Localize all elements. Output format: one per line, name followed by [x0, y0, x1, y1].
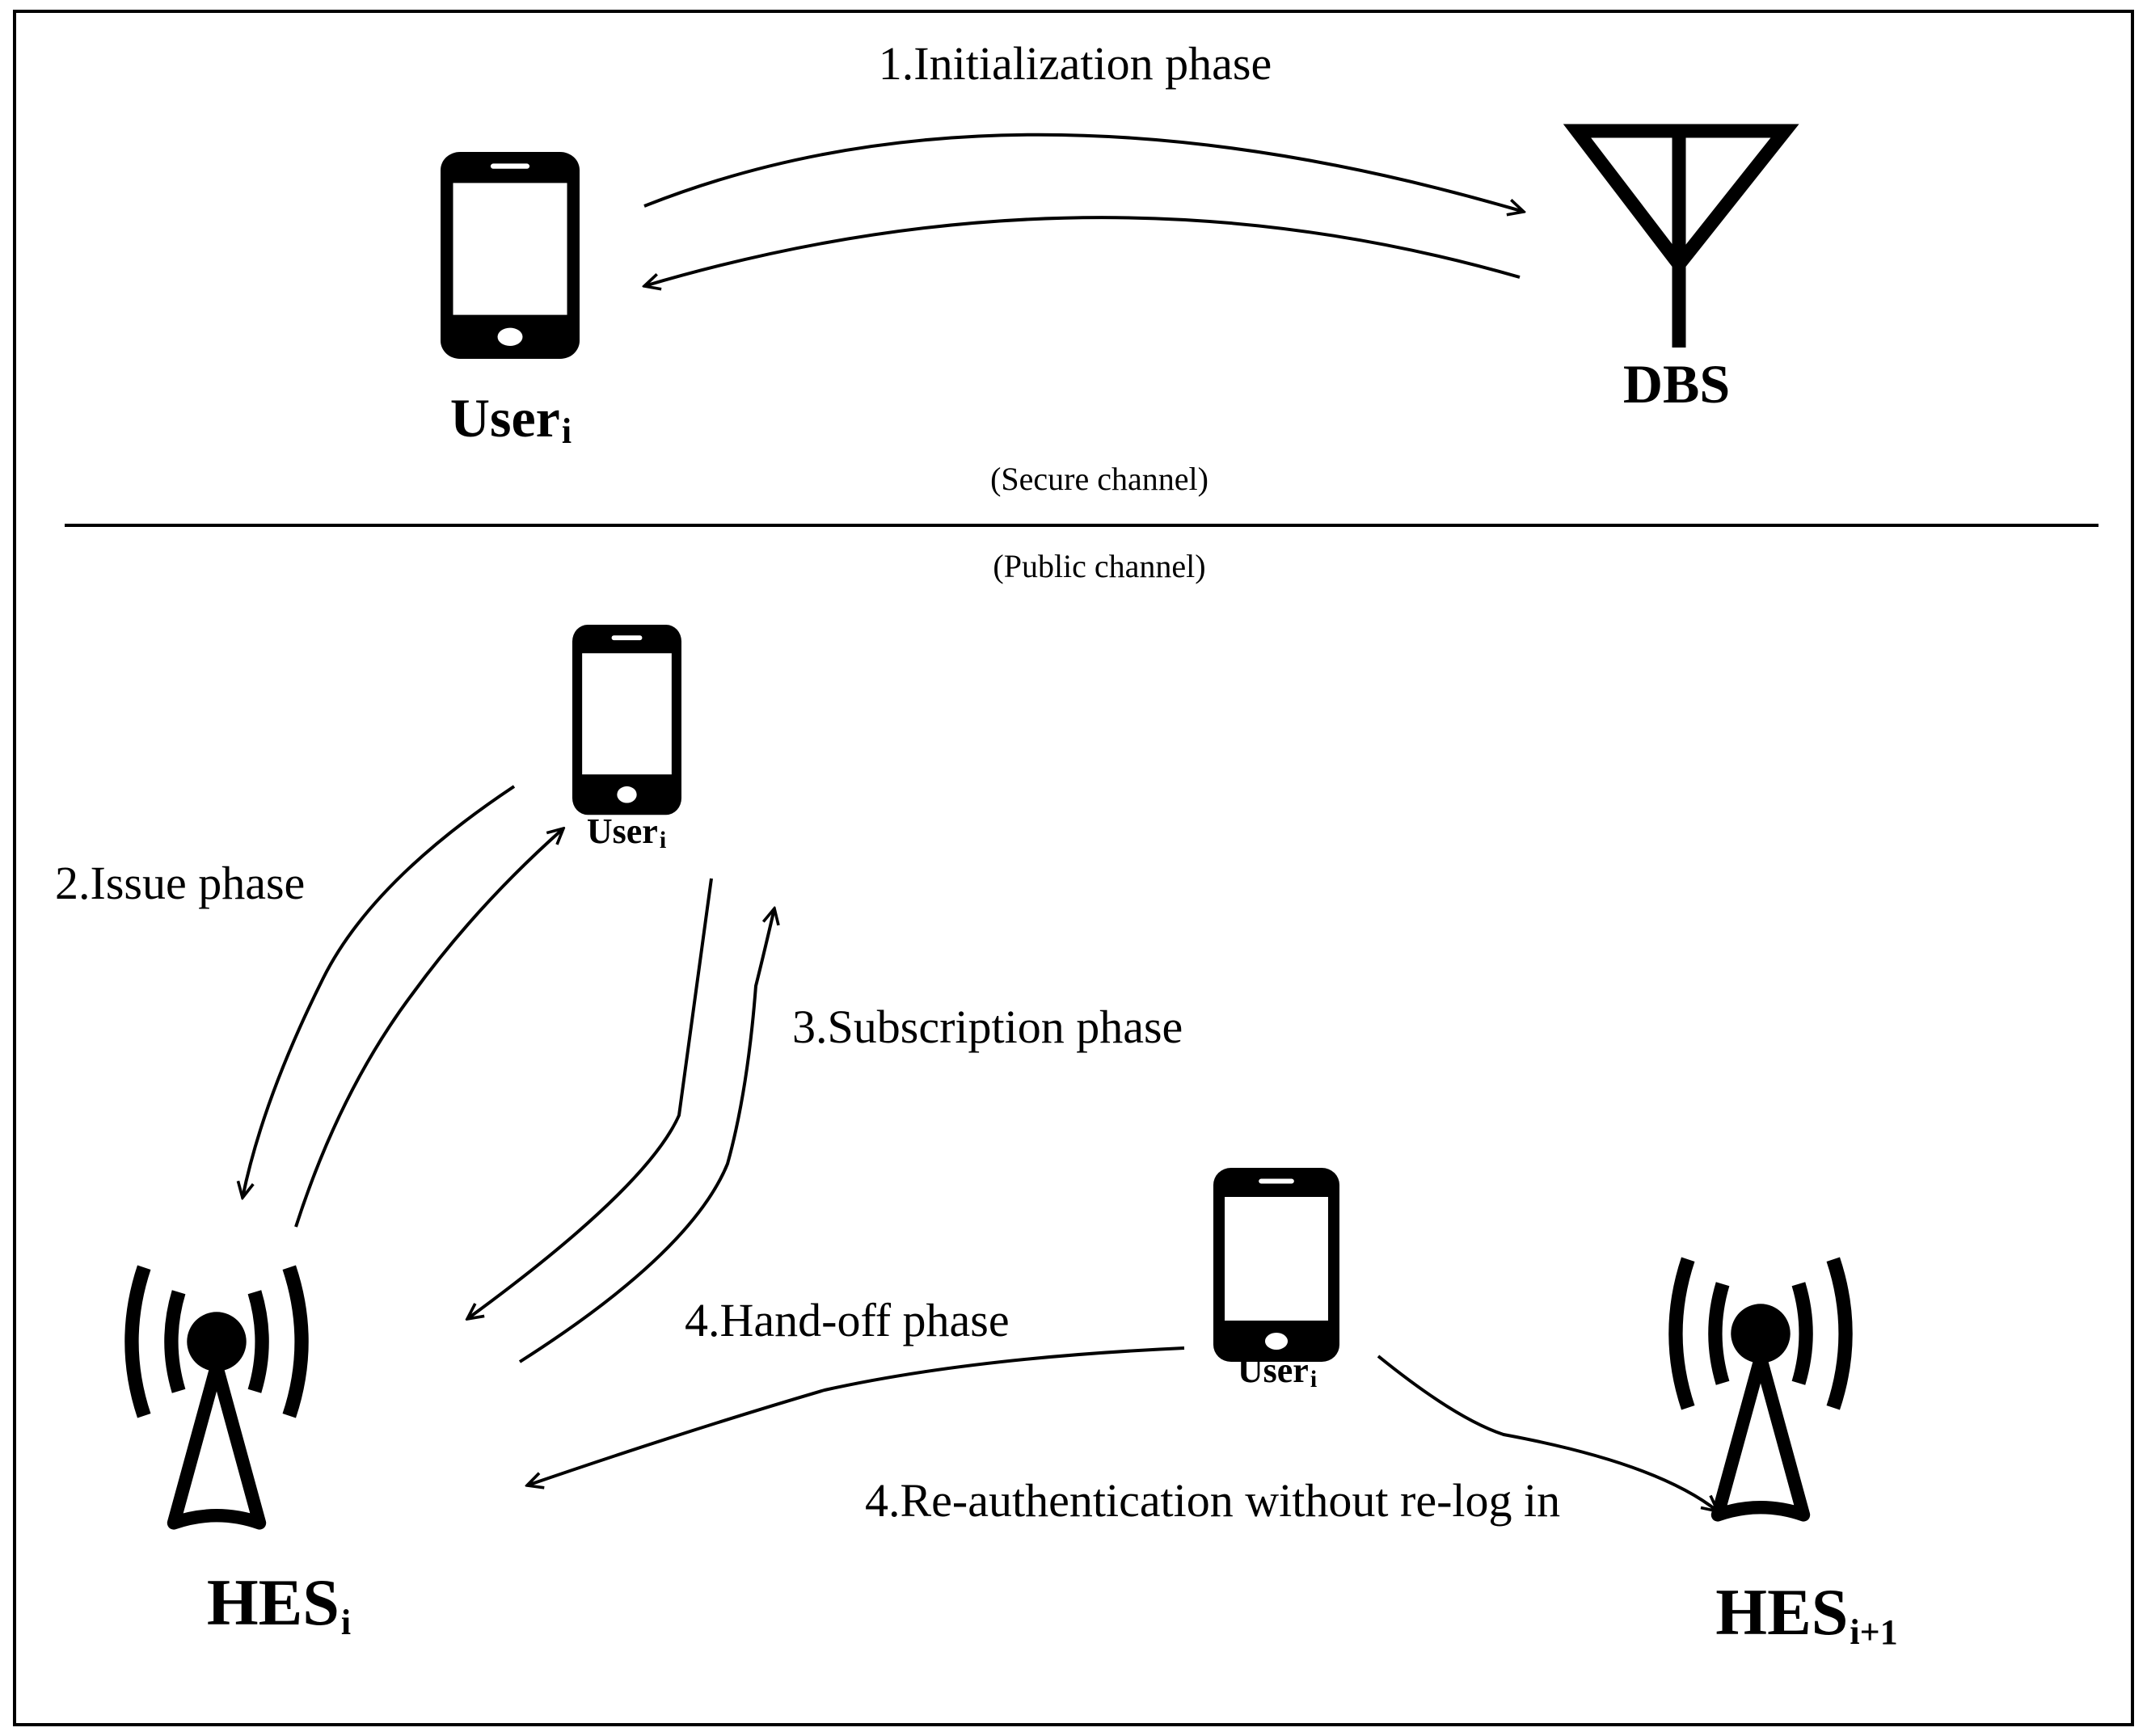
- hes-left-label: HESi: [207, 1565, 351, 1642]
- reauth-phase-label: 4.Re-authentication without re-log in: [865, 1474, 1560, 1527]
- user-mid-label: Useri: [587, 811, 666, 853]
- user-low-label: Useri: [1238, 1350, 1317, 1393]
- init-arrow-to-dbs: [643, 133, 1524, 212]
- secure-channel-label: (Secure channel): [990, 461, 1208, 497]
- smartphone-icon: [441, 152, 580, 359]
- reauth-arrow: [1377, 1355, 1718, 1511]
- cell-tower-icon: [1676, 1259, 1845, 1515]
- issue-phase-label: 2.Issue phase: [55, 857, 305, 909]
- hes-right-label: HESi+1: [1715, 1575, 1897, 1652]
- dbs-label: DBS: [1623, 353, 1730, 415]
- cell-tower-icon: [132, 1267, 302, 1523]
- issue-arrow-to-hes: [243, 785, 516, 1198]
- initialization-phase-label: 1.Initialization phase: [879, 37, 1272, 90]
- user-top-label: Useri: [450, 387, 572, 451]
- smartphone-icon: [1213, 1168, 1339, 1362]
- subscription-arrow-to-hes: [467, 878, 713, 1319]
- outer-frame: [13, 10, 2134, 1726]
- init-arrow-to-user: [644, 216, 1521, 286]
- handoff-arrow: [527, 1346, 1185, 1485]
- subscription-arrow-to-user: [518, 908, 774, 1363]
- antenna-icon: [1563, 124, 1799, 348]
- smartphone-icon: [572, 625, 681, 815]
- public-channel-label: (Public channel): [993, 548, 1205, 584]
- handoff-phase-label: 4.Hand-off phase: [685, 1294, 1010, 1346]
- subscription-phase-label: 3.Subscription phase: [792, 1001, 1183, 1053]
- issue-arrow-to-user: [294, 828, 563, 1228]
